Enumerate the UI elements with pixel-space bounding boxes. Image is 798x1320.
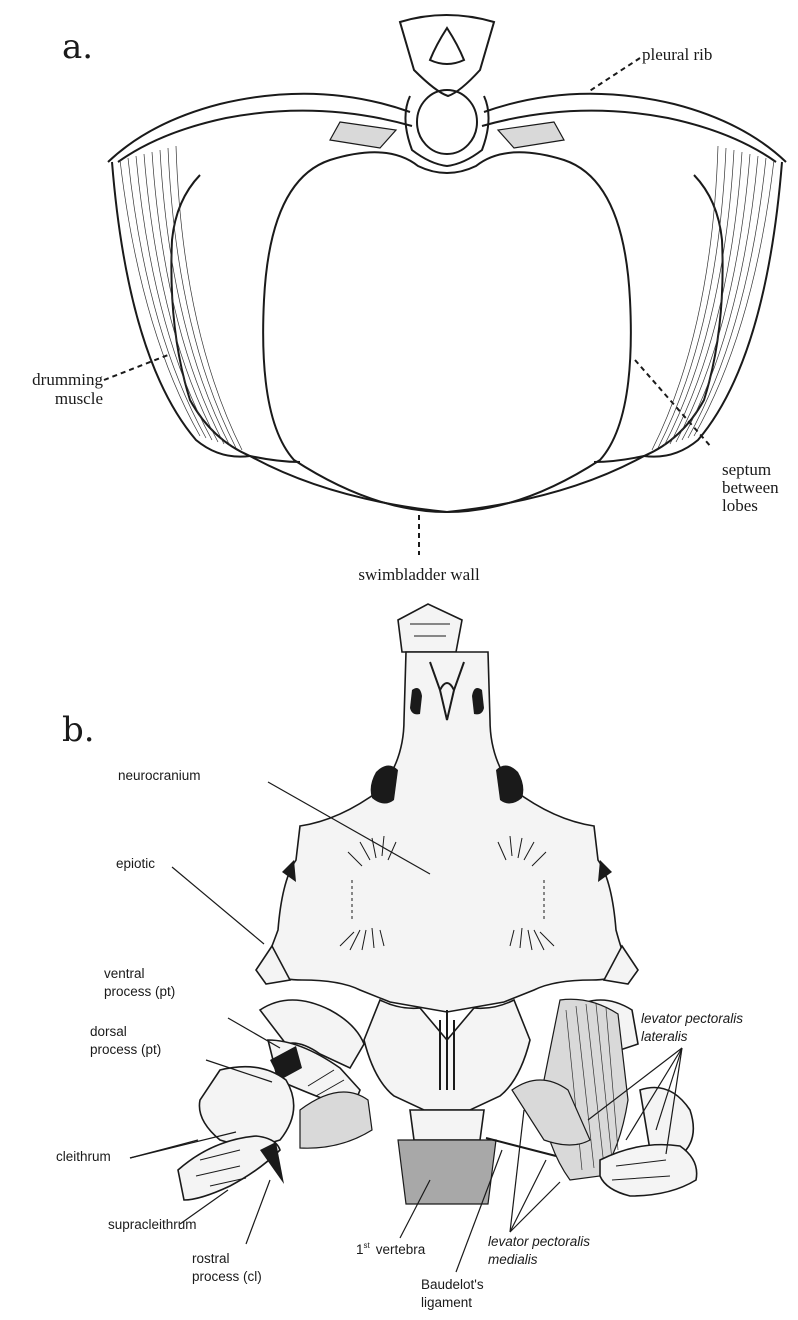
first-vertebra-label: 1st vertebra <box>356 1241 426 1257</box>
panel-b: b. <box>56 604 743 1310</box>
vertebra-drawing <box>400 15 494 166</box>
panel-a: a. <box>32 15 786 584</box>
first-vertebra-suffix: st <box>364 1241 371 1250</box>
epiotic-label: epiotic <box>116 856 155 871</box>
neurocranium-label: neurocranium <box>118 768 201 783</box>
drumming-muscle-left <box>112 146 250 457</box>
left-pectoral-girdle <box>178 1000 372 1200</box>
levator-lateralis-label-1: levator pectoralis <box>641 1011 743 1026</box>
rostral-process-label-1: rostral <box>192 1251 230 1266</box>
swimbladder-drawing <box>171 152 722 512</box>
drumming-muscle-label-1: drumming <box>32 370 103 389</box>
baudelot-ligament-label-1: Baudelot's <box>421 1277 484 1292</box>
first-vertebra-number: 1 <box>356 1242 364 1257</box>
first-vertebra-shape <box>398 1140 496 1204</box>
rostral-process-label-2: process (cl) <box>192 1269 262 1284</box>
levator-lateralis-label-2: lateralis <box>641 1029 688 1044</box>
ventral-process-label-2: process (pt) <box>104 984 175 999</box>
panel-a-letter: a. <box>62 27 93 67</box>
levator-medialis-label-1: levator pectoralis <box>488 1234 590 1249</box>
septum-label-2: between <box>722 478 779 497</box>
drumming-muscle-right <box>644 146 782 457</box>
dorsal-process-label-2: process (pt) <box>90 1042 161 1057</box>
drumming-muscle-label-2: muscle <box>55 389 103 408</box>
cleithrum-label: cleithrum <box>56 1149 111 1164</box>
pleural-ribs-drawing <box>108 94 786 162</box>
ventral-process-label-1: ventral <box>104 966 145 981</box>
septum-label-3: lobes <box>722 496 758 515</box>
panel-b-letter: b. <box>62 710 95 750</box>
first-vertebra-word: vertebra <box>376 1242 426 1257</box>
baudelot-ligament-label-2: ligament <box>421 1295 472 1310</box>
pleural-rib-label: pleural rib <box>642 45 712 64</box>
levator-medialis-label-2: medialis <box>488 1252 538 1267</box>
dorsal-process-label-1: dorsal <box>90 1024 127 1039</box>
swimbladder-wall-label: swimbladder wall <box>358 565 480 584</box>
supracleithrum-label: supracleithrum <box>108 1217 197 1232</box>
pleural-rib-leader <box>588 58 640 92</box>
septum-label-1: septum <box>722 460 771 479</box>
